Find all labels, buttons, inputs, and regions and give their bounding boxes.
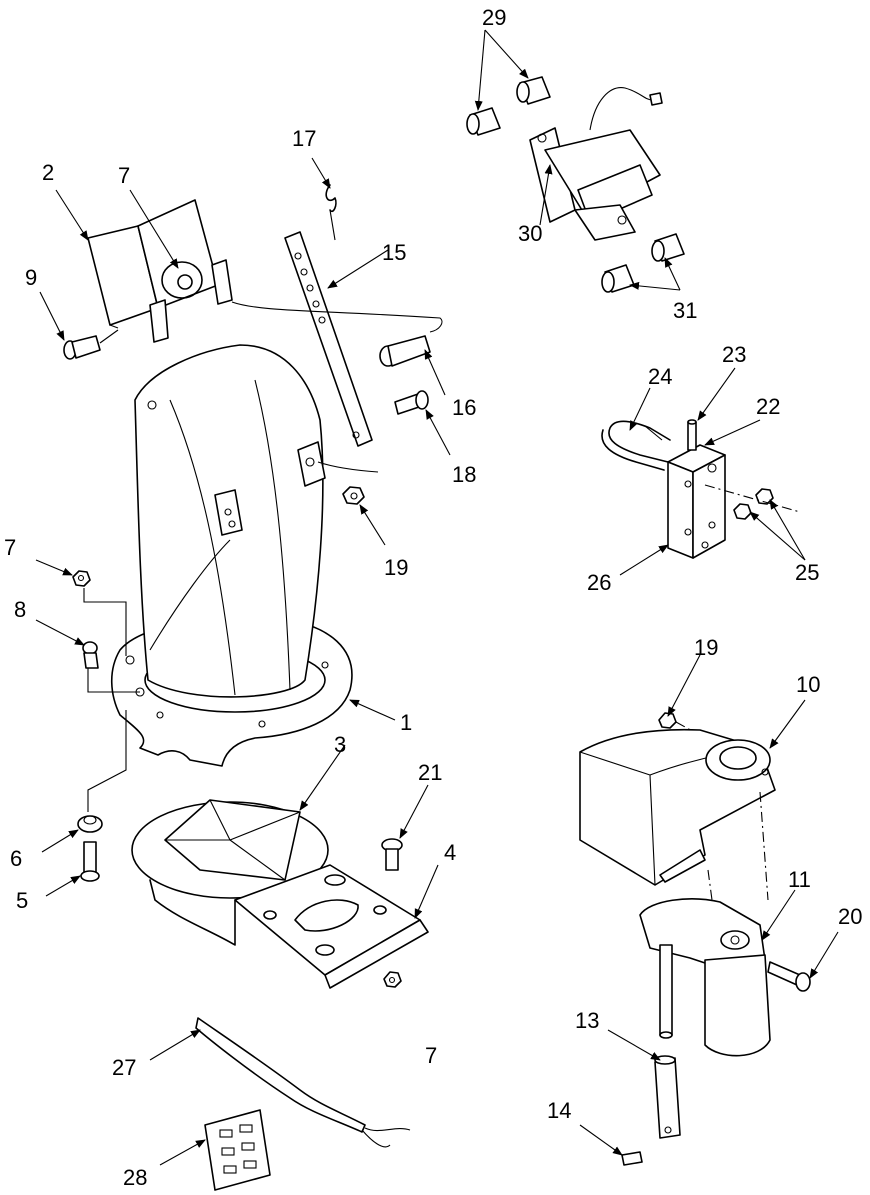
callout-21: 21 bbox=[418, 760, 442, 785]
plunger-23 bbox=[687, 419, 697, 451]
callout-2: 2 bbox=[42, 160, 54, 185]
callout-7b: 7 bbox=[4, 535, 16, 560]
callout-19a: 19 bbox=[384, 555, 408, 580]
callout-1: 1 bbox=[400, 710, 412, 735]
cup-washer-6 bbox=[77, 815, 103, 833]
rubber-bushing-31a bbox=[601, 264, 635, 293]
tube-13 bbox=[654, 1055, 681, 1139]
callout-13: 13 bbox=[575, 1008, 599, 1033]
ignition-module-30 bbox=[529, 87, 663, 241]
callout-18: 18 bbox=[452, 462, 476, 487]
ubolt-24 bbox=[601, 420, 671, 471]
drive-gear-motor-11 bbox=[639, 898, 771, 1057]
hex-nut-19b bbox=[658, 712, 677, 729]
callout-23: 23 bbox=[722, 342, 746, 367]
callout-19b: 19 bbox=[694, 635, 718, 660]
switch-block-26 bbox=[667, 444, 726, 559]
callout-29: 29 bbox=[482, 5, 506, 30]
callout-8: 8 bbox=[14, 597, 26, 622]
callout-7a: 7 bbox=[118, 163, 130, 188]
nut-25a bbox=[733, 503, 752, 520]
callout-3: 3 bbox=[334, 732, 346, 757]
callout-10: 10 bbox=[796, 672, 820, 697]
roll-pin-14 bbox=[621, 1151, 643, 1166]
callout-22: 22 bbox=[756, 394, 780, 419]
callout-27: 27 bbox=[112, 1055, 136, 1080]
callout-5: 5 bbox=[16, 888, 28, 913]
hex-nut-19a bbox=[342, 486, 365, 505]
deflector-rod bbox=[284, 231, 373, 447]
rubber-bushing-29b bbox=[516, 76, 551, 105]
callout-4: 4 bbox=[444, 840, 456, 865]
hex-nut-7a bbox=[72, 570, 91, 587]
nut-25b bbox=[755, 488, 774, 505]
rubber-bushing-31b bbox=[651, 233, 685, 262]
callout-7c: 7 bbox=[425, 1043, 437, 1068]
callout-25: 25 bbox=[795, 560, 819, 585]
callout-labels: 1 2 3 4 5 6 7 7 7 8 9 10 11 13 14 15 16 … bbox=[4, 5, 862, 1190]
hex-nut-7c bbox=[383, 971, 402, 988]
carriage-bolt-5 bbox=[80, 841, 100, 882]
hex-bolt-18 bbox=[394, 390, 429, 415]
grease-fitting-8 bbox=[82, 641, 99, 669]
carriage-bolt-21 bbox=[381, 838, 403, 871]
callout-9: 9 bbox=[25, 265, 37, 290]
pivot-bracket bbox=[297, 441, 326, 487]
cable-27 bbox=[195, 1017, 411, 1148]
callout-15: 15 bbox=[382, 240, 406, 265]
callout-28: 28 bbox=[123, 1165, 147, 1190]
connector-28 bbox=[204, 1109, 271, 1191]
callout-20: 20 bbox=[838, 904, 862, 929]
hairpin-clip bbox=[325, 184, 337, 241]
callout-16: 16 bbox=[452, 395, 476, 420]
hex-bolt-20 bbox=[767, 961, 811, 992]
rubber-bushing-29a bbox=[466, 107, 501, 136]
hex-bolt-9 bbox=[63, 329, 119, 360]
deflector-bracket bbox=[87, 199, 233, 343]
callout-24: 24 bbox=[648, 364, 672, 389]
callout-17: 17 bbox=[292, 126, 316, 151]
leader-lines bbox=[35, 29, 839, 1166]
chute-adapter-ring bbox=[131, 799, 329, 946]
callout-26: 26 bbox=[587, 570, 611, 595]
chute-rotator-housing-10 bbox=[579, 728, 776, 886]
callout-31: 31 bbox=[673, 298, 697, 323]
chute-elbow bbox=[134, 344, 324, 698]
callout-14: 14 bbox=[547, 1098, 571, 1123]
clevis-pin bbox=[379, 335, 431, 367]
callout-11: 11 bbox=[788, 867, 811, 892]
mounting-bracket-4 bbox=[234, 864, 429, 989]
callout-30: 30 bbox=[518, 221, 542, 246]
callout-6: 6 bbox=[10, 846, 22, 871]
